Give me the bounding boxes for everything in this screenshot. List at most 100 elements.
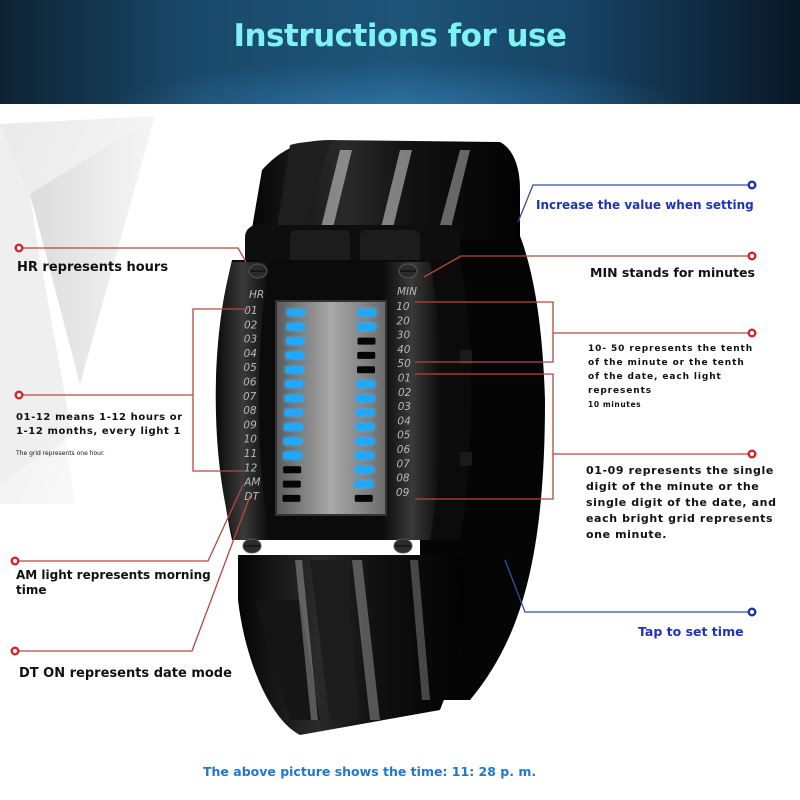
callout-hours-line2: 1-12 months, every light 1 [16, 426, 182, 437]
led-hour-off [282, 480, 301, 488]
callout-hours-line1: 01-12 means 1-12 hours or [16, 412, 183, 423]
callout-dot-increase [747, 180, 757, 190]
hour-scale-label: 07 [243, 391, 257, 403]
callout-tens-note: 10 minutes [588, 400, 642, 409]
led-hour-lit [283, 452, 302, 459]
callout-tens-line1: 10- 50 represents the tenth [588, 344, 754, 354]
minute-scale-label: 05 [397, 430, 411, 442]
callout-hr-label: HR represents hours [17, 260, 169, 275]
callout-tap-label: Tap to set time [638, 624, 744, 639]
led-hour-lit [284, 423, 303, 431]
led-hour-lit [286, 337, 305, 345]
led-hour-lit [286, 323, 305, 331]
led-minute-lit [355, 466, 374, 474]
minute-scale-title: MIN [397, 286, 417, 298]
callout-tens-line2: of the minute or the tenth [588, 358, 745, 368]
hour-scale-label: 05 [243, 362, 257, 374]
hour-scale-label: 08 [243, 405, 257, 417]
led-minute-lit [356, 394, 375, 402]
callout-line-min [423, 255, 752, 278]
led-minute-off [354, 494, 373, 502]
minute-scale-label: 02 [398, 387, 412, 399]
callout-ones-line2: digit of the minute or the [586, 480, 760, 493]
callout-line-increase [517, 184, 752, 223]
led-minute-lit [356, 380, 375, 388]
callout-increase-label: Increase the value when setting [536, 198, 754, 212]
header-banner: Instructions for use [0, 0, 800, 104]
hour-scale-label: 11 [244, 448, 257, 460]
hour-scale-label: 04 [244, 348, 257, 360]
callout-line-hr [19, 247, 247, 263]
minute-scale-label: 50 [397, 358, 411, 370]
hour-scale-label: 01 [244, 305, 257, 317]
hour-scale-label: 09 [243, 419, 257, 431]
led-minute-off [357, 337, 376, 345]
hour-scale-label: 02 [244, 319, 258, 331]
minute-scale-label: 09 [396, 487, 410, 499]
minute-scale-label: 30 [397, 330, 411, 342]
led-hour-off [283, 466, 302, 474]
led-minute-lit [355, 452, 374, 459]
hour-scale-label: 12 [244, 462, 258, 474]
minute-scale-label: 20 [397, 315, 411, 327]
callout-dt-label: DT ON represents date mode [19, 666, 232, 681]
callout-tens-line4: represents [588, 386, 653, 396]
led-hour-lit [283, 437, 302, 445]
minute-scale-label: 01 [398, 373, 411, 385]
led-minute-off [357, 366, 375, 374]
callout-dot-hr [14, 243, 24, 253]
callout-am-line1: AM light represents morning [16, 568, 211, 582]
callout-dot-hours [14, 390, 24, 400]
hour-scale-label: 06 [243, 377, 257, 389]
watch-face [275, 300, 387, 516]
minute-scale-label: 40 [397, 344, 411, 356]
minute-scale-label: 10 [396, 301, 410, 313]
callout-bracket-tens [415, 301, 554, 363]
callout-am-line2: time [16, 583, 47, 597]
callout-dot-min [747, 251, 757, 261]
hour-scale-label: AM [243, 477, 260, 489]
callout-bracket-ones [415, 373, 554, 500]
led-hour-lit [285, 366, 304, 374]
callout-ones-line1: 01-09 represents the single [586, 464, 774, 477]
led-minute-lit [355, 480, 373, 488]
led-minute-lit [358, 309, 376, 316]
page-title: Instructions for use [233, 18, 567, 54]
callout-bracket-hours [192, 308, 248, 472]
led-minute-off [357, 351, 376, 359]
led-hour-lit [287, 309, 305, 316]
minute-scale-label: 04 [397, 415, 410, 427]
footer-caption: The above picture shows the time: 11: 28… [203, 764, 537, 779]
led-minute-lit [356, 423, 374, 431]
callout-line-am [15, 484, 244, 562]
callout-line-dt [15, 495, 251, 652]
minute-scale-label: 03 [398, 401, 411, 413]
minute-scale-label: 08 [396, 473, 410, 485]
callout-dot-tap [747, 607, 757, 617]
led-minute-lit [357, 323, 376, 331]
callout-dot-tens [747, 328, 757, 338]
led-minute-lit [356, 409, 375, 417]
hour-scale-label: 03 [244, 334, 257, 346]
callout-dot-dt [10, 646, 20, 656]
minute-scale-label: 06 [397, 444, 411, 456]
led-hour-lit [284, 409, 303, 417]
callout-ones-line3: single digit of the date, and [586, 496, 777, 509]
callout-line-tap [504, 559, 752, 613]
led-hour-lit [285, 380, 304, 388]
hour-scale-label: 10 [244, 434, 258, 446]
callout-dot-ones [747, 449, 757, 459]
callout-ones-line5: one minute. [586, 528, 668, 541]
led-minute-lit [355, 437, 374, 445]
callout-tens-line3: of the date, each light [588, 372, 722, 382]
hour-scale-title: HR [249, 289, 264, 301]
led-hour-lit [285, 351, 304, 359]
led-hour-off [282, 494, 301, 502]
callout-hours-note: The grid represents one hour. [16, 450, 105, 457]
led-hour-lit [284, 394, 303, 402]
callout-dot-am [10, 556, 20, 566]
callout-min-label: MIN stands for minutes [590, 265, 755, 280]
minute-scale-label: 07 [397, 458, 411, 470]
